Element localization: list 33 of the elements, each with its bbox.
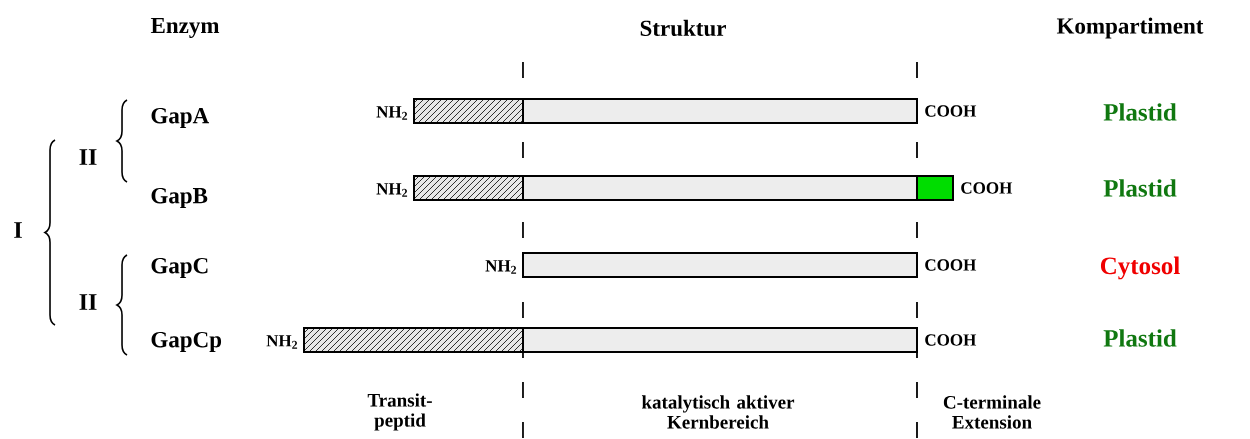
protein-bar: [303, 327, 524, 353]
protein-bar: [916, 175, 954, 201]
protein-bar: [522, 252, 918, 278]
enzyme-name: GapB: [151, 187, 208, 209]
terminus-label: COOH: [925, 105, 977, 117]
terminus-label: NH$_{2}$: [376, 106, 408, 120]
column-heading: Struktur: [640, 19, 726, 37]
terminus-label: COOH: [925, 334, 977, 346]
compartment-label: Plastid: [1103, 179, 1177, 197]
region-label: katalytisch aktiver Kernbereich: [641, 395, 795, 429]
protein-bar: [413, 98, 524, 124]
terminus-label: NH$_{2}$: [266, 335, 298, 349]
protein-bar: [522, 175, 918, 201]
enzyme-name: GapC: [151, 257, 208, 279]
enzyme-name: GapA: [151, 107, 210, 129]
class-label: II: [79, 149, 97, 165]
protein-bar: [522, 98, 918, 124]
class-label: II: [79, 294, 97, 310]
terminus-label: COOH: [925, 259, 977, 271]
protein-bar: [413, 175, 524, 201]
enzyme-name: GapCp: [151, 331, 222, 353]
terminus-label: COOH: [961, 182, 1013, 194]
class-label: I: [14, 222, 22, 238]
region-label: C-terminale Extension: [943, 395, 1041, 429]
column-heading: Kompartiment: [1056, 17, 1204, 39]
terminus-label: NH$_{2}$: [485, 260, 517, 274]
compartment-label: Plastid: [1103, 329, 1177, 347]
compartment-label: Plastid: [1103, 103, 1177, 121]
column-heading: Enzym: [150, 18, 220, 38]
protein-bar: [522, 327, 918, 353]
region-label: Transit- peptid: [367, 393, 432, 431]
terminus-label: NH$_{2}$: [376, 183, 408, 197]
compartment-label: Cytosol: [1100, 256, 1180, 280]
